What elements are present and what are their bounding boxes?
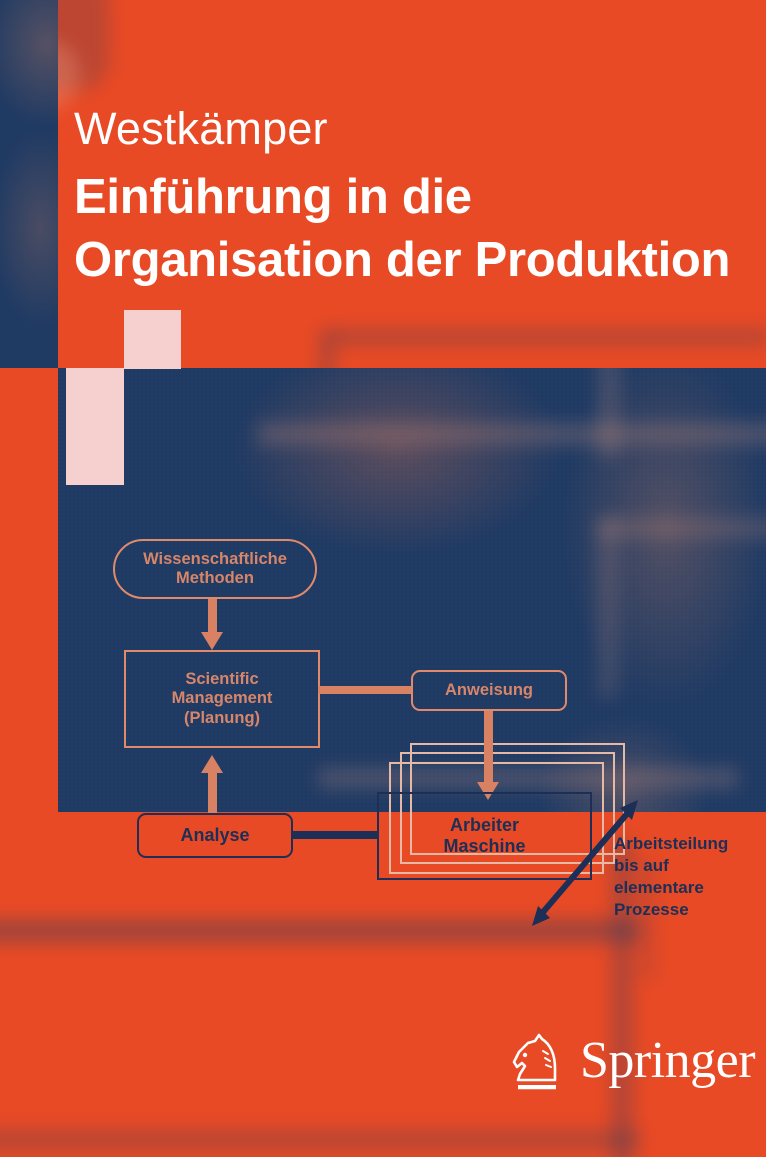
connector-analyse-to-scientific: [208, 772, 217, 814]
node-label-line-1: Scientific: [185, 669, 259, 688]
left-navy-strip: [0, 0, 58, 368]
node-anweisung: Anweisung: [411, 670, 567, 711]
node-label-line-2: Methoden: [176, 569, 254, 587]
watermark-shape: [330, 330, 766, 344]
annotation-arbeitsteilung: Arbeitsteilung bis auf elementare Prozes…: [614, 833, 728, 921]
title-line-1: Einführung in die: [74, 170, 472, 224]
node-label: Anweisung: [444, 680, 533, 699]
author-name: Westkämper: [74, 103, 328, 154]
arrowhead-down-scientific: [201, 632, 223, 650]
node-label-line-2: Maschine: [443, 836, 526, 856]
watermark-shape: [0, 1130, 640, 1150]
node-arbeiter-maschine: Arbeiter Maschine: [377, 792, 592, 880]
annotation-line-3: elementare: [614, 878, 704, 898]
node-wissenschaftliche-methoden: Wissenschaftliche Methoden: [113, 539, 317, 599]
connector-methoden-to-scientific: [208, 599, 217, 638]
pink-block-lower: [66, 368, 124, 485]
arrowhead-up-scientific: [201, 755, 223, 773]
node-analyse: Analyse: [137, 813, 293, 858]
node-label-line-3: (Planung): [183, 708, 261, 727]
annotation-line-4: Prozesse: [614, 900, 689, 920]
node-label-line-1: Wissenschaftliche: [143, 549, 287, 568]
stack-box-4: [410, 743, 625, 855]
springer-knight-icon: [512, 1033, 557, 1090]
stack-box-3: [400, 752, 615, 864]
node-scientific-management: Scientific Management (Planung): [124, 650, 320, 748]
connector-anweisung-to-arbeiter: [484, 711, 493, 788]
connector-analyse-to-arbeiter: [292, 831, 378, 839]
connector-scientific-to-anweisung: [318, 686, 413, 694]
annotation-line-2: bis auf: [614, 856, 669, 876]
springer-logo: Springer: [508, 1030, 756, 1092]
title-line-2: Organisation der Produktion: [74, 232, 731, 287]
arbeitsteilung-double-arrow: [532, 800, 638, 926]
node-label-line-2: Management: [171, 689, 273, 708]
page-title: Einführung in die Organisation der Produ…: [74, 166, 730, 291]
node-label: Analyse: [180, 824, 250, 845]
pink-block-upper: [124, 310, 181, 369]
node-label-line-1: Arbeiter: [449, 814, 520, 835]
springer-wordmark: Springer: [580, 1032, 756, 1089]
arrowhead-down-arbeiter: [477, 782, 499, 800]
stack-box-2: [389, 762, 604, 874]
annotation-line-1: Arbeitsteilung: [614, 834, 729, 853]
